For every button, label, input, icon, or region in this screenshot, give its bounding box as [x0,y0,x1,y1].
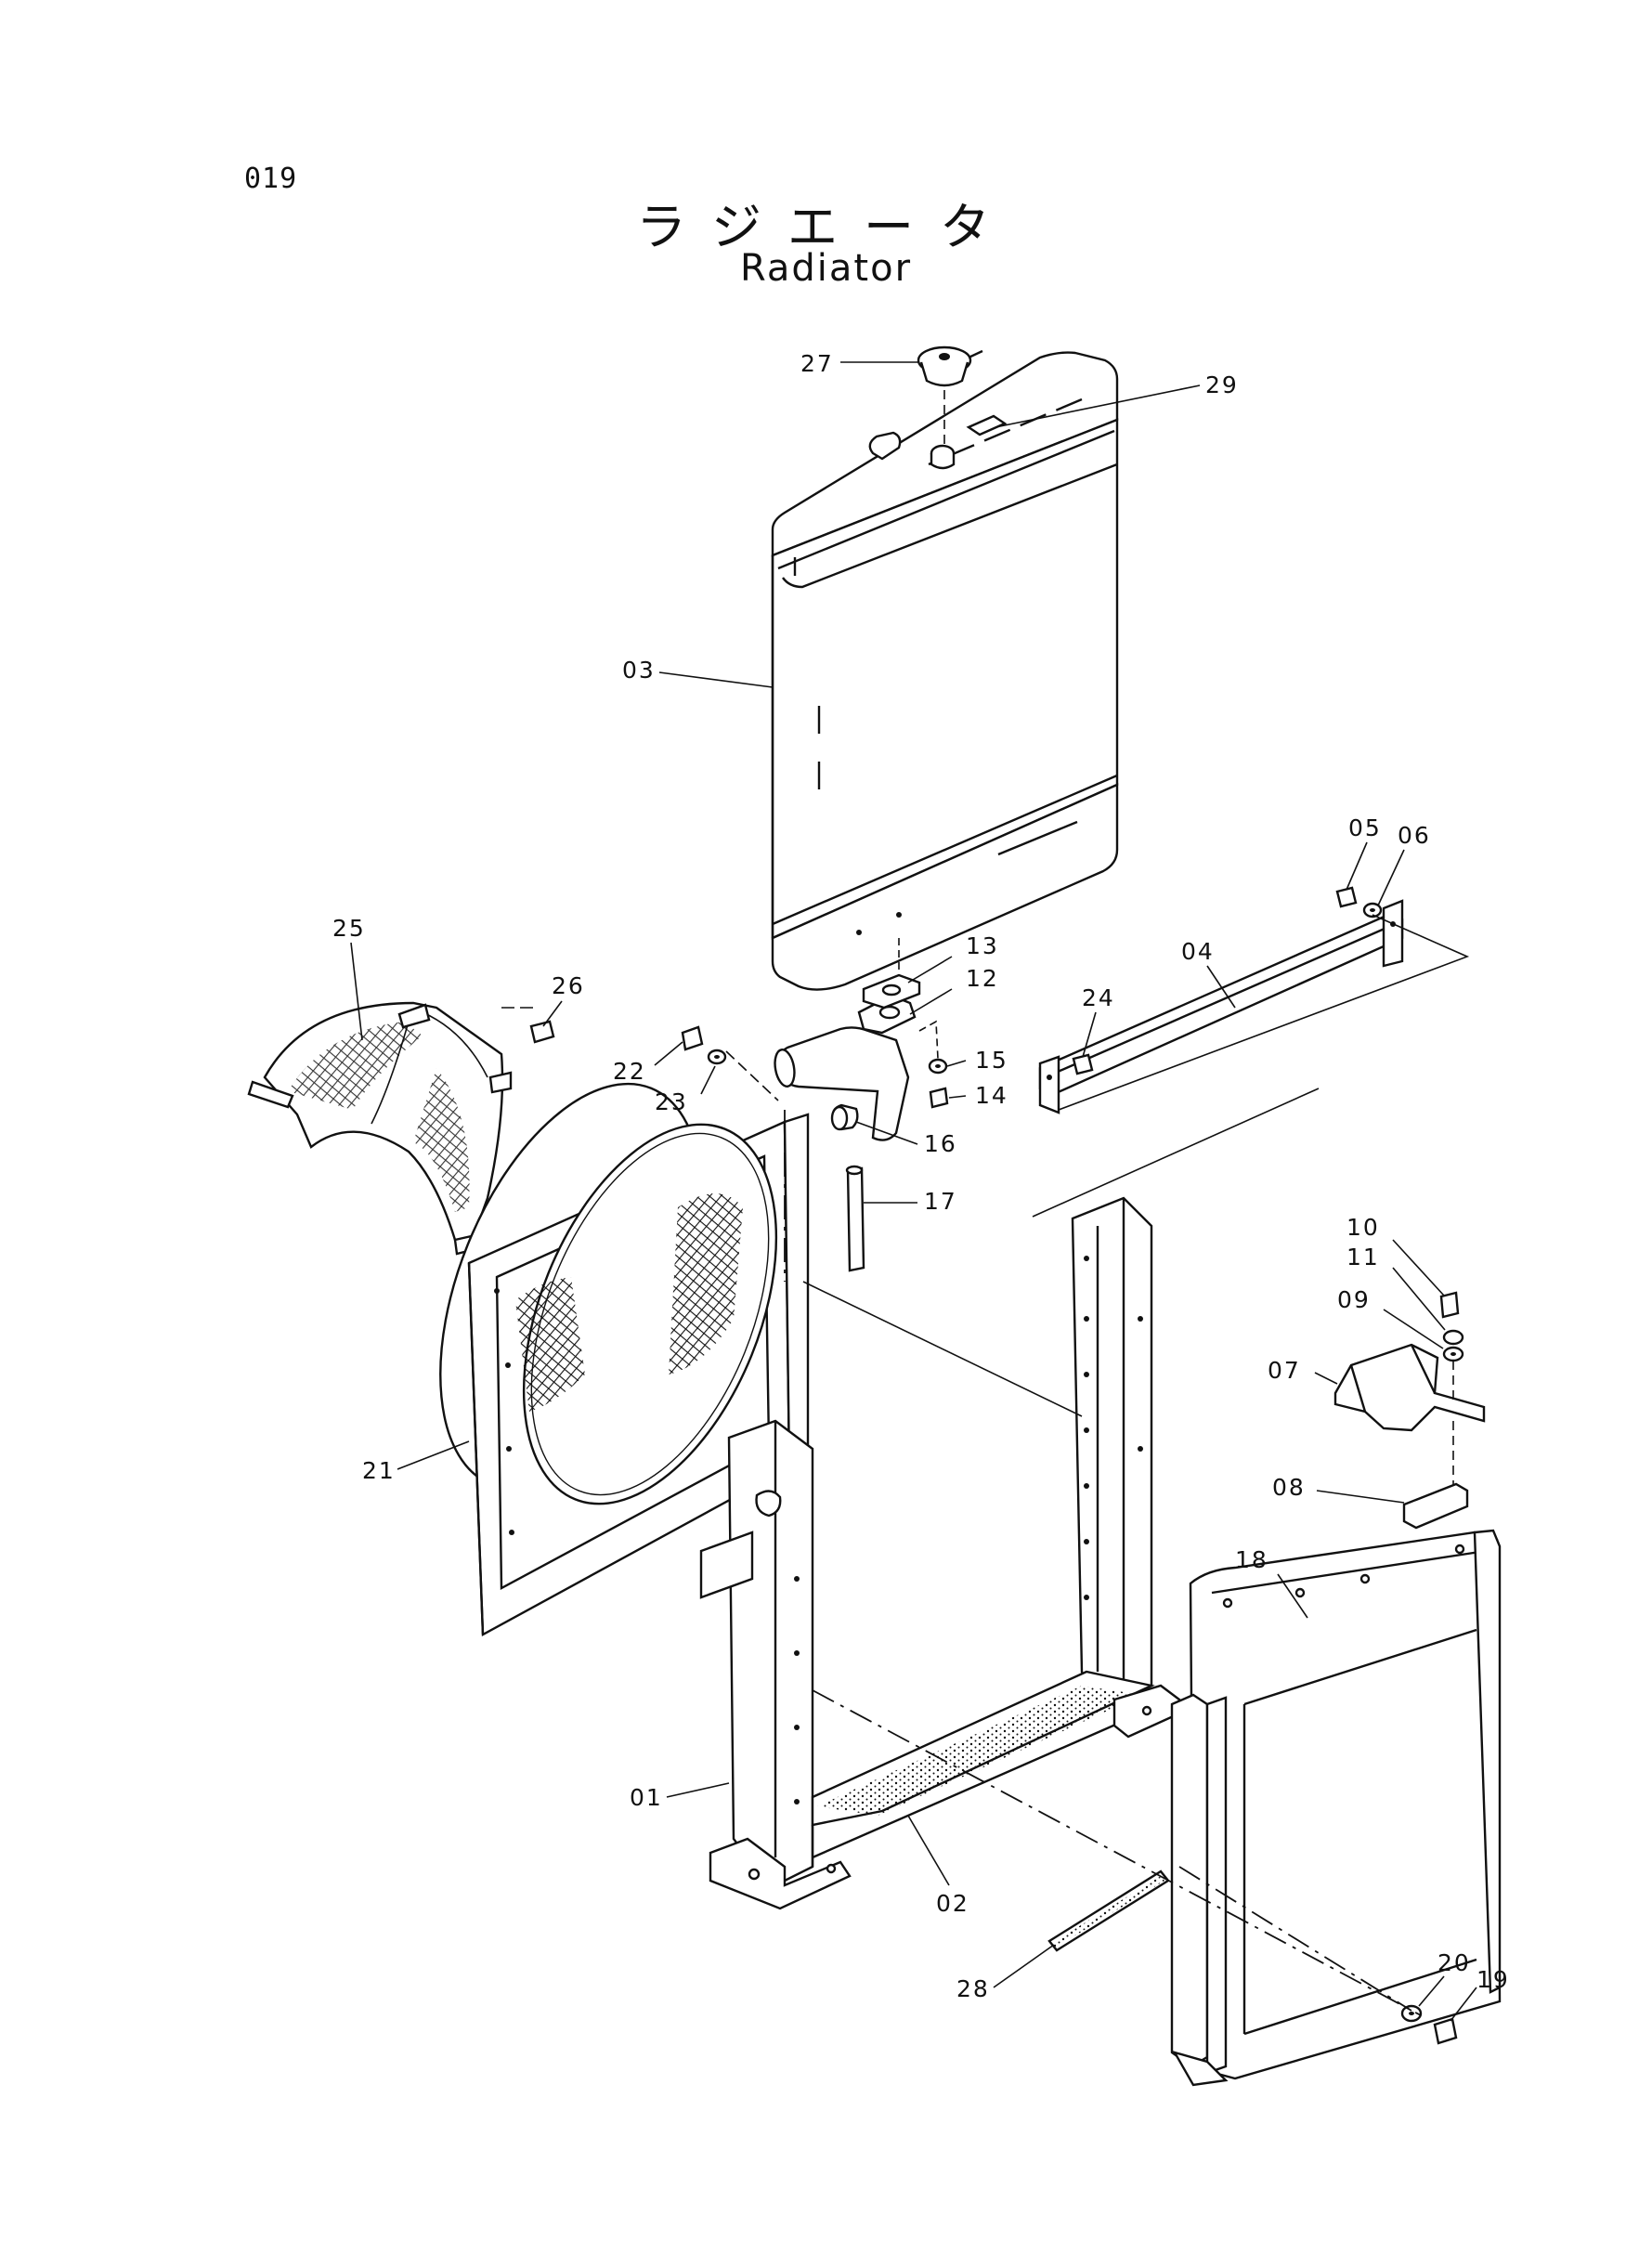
bolt-24 [1072,1053,1094,1075]
callout-18: 18 [1235,1546,1268,1573]
callout-02: 02 [936,1890,969,1917]
callout-04: 04 [1181,938,1215,965]
callout-08: 08 [1272,1474,1306,1501]
fan-guard [247,1001,513,1256]
callout-25: 25 [332,915,366,942]
callout-23: 23 [655,1088,688,1115]
washer-15 [928,1058,948,1075]
callout-06: 06 [1398,822,1431,849]
callout-09: 09 [1337,1286,1371,1313]
callout-21: 21 [362,1457,396,1484]
callout-22: 22 [613,1058,646,1085]
elbow-16 [830,1103,859,1131]
bolt-14 [929,1087,949,1109]
callout-labels: 27 29 03 05 06 04 25 26 13 12 24 22 23 1… [332,350,1510,2002]
callout-12: 12 [966,965,999,992]
support-frame [699,1196,1181,1910]
bolt-05 [1335,886,1358,908]
page-number: 019 [244,163,298,195]
callout-05: 05 [1348,814,1382,841]
callout-03: 03 [622,657,656,684]
oil-cooler [1170,1529,1502,2087]
callout-28: 28 [956,1975,990,2002]
radiator-cap [917,345,983,446]
callout-29: 29 [1205,371,1239,398]
callout-26: 26 [552,972,585,999]
outlet-pipe [774,994,917,1141]
sponge-28 [1047,1870,1170,1952]
stay-bar [1038,899,1404,1114]
callout-11: 11 [1346,1244,1380,1270]
bolt-19 [1433,2017,1458,2045]
callout-10: 10 [1346,1214,1380,1241]
callout-16: 16 [924,1130,957,1157]
bolt-10 [1439,1291,1460,1319]
washer-11 [1442,1329,1464,1346]
assembly-lines [802,914,1470,2016]
callout-13: 13 [966,932,999,959]
callout-20: 20 [1437,1949,1471,1976]
callout-07: 07 [1268,1357,1301,1384]
callout-15: 15 [975,1047,1008,1074]
bracket-07 [1333,1343,1486,1432]
washer-06 [1362,902,1383,919]
leader-lines [350,361,1477,2022]
callout-24: 24 [1082,984,1115,1011]
washer-23 [707,1049,779,1101]
washer-20 [1400,2004,1423,2023]
radiator-core [771,351,1119,991]
plate-08 [1402,1482,1469,1530]
title-english: Radiator [739,247,913,290]
title-japanese: ラジエータ [636,198,1016,256]
callout-01: 01 [630,1784,663,1811]
bolt-22 [681,1025,704,1051]
callout-27: 27 [800,350,834,377]
hose-17 [845,1165,865,1272]
callout-14: 14 [975,1082,1008,1109]
callout-19: 19 [1476,1966,1510,1993]
washer-09 [1442,1346,1464,1362]
callout-17: 17 [924,1188,957,1215]
bolt-26 [501,1007,555,1044]
